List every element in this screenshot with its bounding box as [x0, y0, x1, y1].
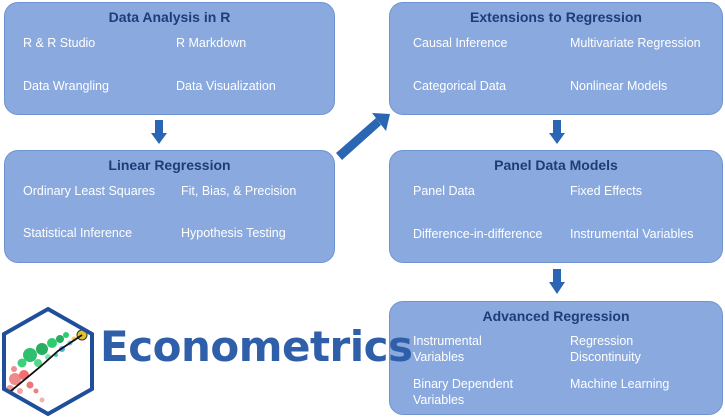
topic-item: Binary Dependent Variables: [413, 377, 514, 407]
econometrics-logo-icon: [2, 306, 94, 417]
box-title: Advanced Regression: [482, 308, 630, 324]
topic-item: Causal Inference: [413, 36, 508, 50]
box-extensions: Extensions to Regression Causal Inferenc…: [389, 2, 723, 115]
topic-item: Statistical Inference: [23, 226, 133, 240]
topic-item: R Markdown: [176, 36, 247, 50]
topic-item: Fit, Bias, & Precision: [181, 184, 297, 198]
topic-item: Instrumental Variables: [570, 227, 694, 241]
box-title: Extensions to Regression: [470, 9, 642, 25]
topic-item: Difference-in-difference: [413, 227, 543, 241]
topic-item: Multivariate Regression: [570, 36, 701, 50]
topic-item: Data Visualization: [176, 79, 276, 93]
box-panel-data: Panel Data Models Panel Data Fixed Effec…: [389, 150, 723, 263]
topic-item: Instrumental Variables: [413, 334, 482, 364]
topic-item: Data Wrangling: [23, 79, 109, 93]
box-data-analysis: Data Analysis in R R & R Studio R Markdo…: [4, 2, 335, 115]
box-title: Data Analysis in R: [108, 9, 231, 25]
topic-item: Categorical Data: [413, 79, 507, 93]
arrow-down-2: [549, 120, 565, 144]
topic-item: Regression Discontinuity: [570, 334, 641, 364]
logo-text: Econometrics: [100, 322, 413, 371]
arrow-down-3: [549, 269, 565, 294]
topic-item: Hypothesis Testing: [181, 226, 286, 240]
box-title: Linear Regression: [108, 157, 231, 173]
box-title: Panel Data Models: [494, 157, 618, 173]
topic-item: Fixed Effects: [570, 184, 643, 198]
topic-item: Nonlinear Models: [570, 79, 668, 93]
topic-item: R & R Studio: [23, 36, 96, 50]
topic-item: Machine Learning: [570, 377, 670, 391]
arrow-down-1: [151, 120, 167, 144]
topic-item: Panel Data: [413, 184, 475, 198]
topic-item: Ordinary Least Squares: [23, 184, 156, 198]
box-advanced: Advanced Regression Instrumental Variabl…: [389, 301, 723, 415]
arrow-diagonal: [336, 113, 390, 160]
box-linear-regression: Linear Regression Ordinary Least Squares…: [4, 150, 335, 263]
